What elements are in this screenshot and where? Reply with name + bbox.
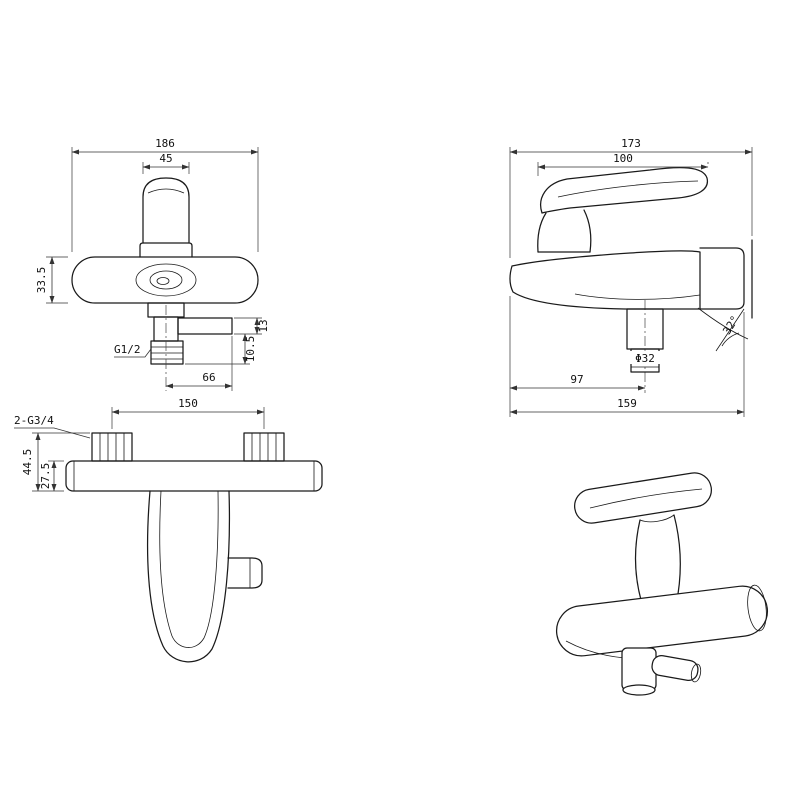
isometric-view	[555, 472, 769, 696]
dim-outlet-offset: 97	[509, 296, 646, 393]
front-view-top: 186 45 33.5 13 10.5	[35, 137, 270, 391]
dim-label-97: 97	[570, 373, 583, 386]
dim-label-150: 150	[178, 397, 198, 410]
diverter-assembly	[147, 302, 233, 365]
iso-lever	[574, 472, 712, 524]
dim-label-phi32: Φ32	[635, 352, 655, 365]
dim-overall-projection: 159	[509, 312, 745, 417]
side-view-top: 32° Φ32 173 100	[509, 137, 753, 417]
front-view-bottom: 150 2-G3/4 44.5 27.5	[14, 397, 323, 663]
dim-label-186: 186	[155, 137, 175, 150]
dim-connection-centers: 150	[111, 397, 265, 429]
dim-overall-depth: 173	[509, 137, 753, 258]
dim-overall-width: 186	[71, 137, 259, 252]
dim-label-44-5: 44.5	[21, 449, 34, 476]
spout-stub	[177, 317, 233, 335]
handle-outline	[139, 177, 193, 258]
label-knockout	[628, 351, 662, 364]
wall-flange	[699, 247, 745, 310]
tub-filler-body	[65, 460, 323, 492]
escutcheon	[135, 263, 197, 297]
thread-callout: G1/2	[114, 343, 152, 358]
dim-label-66: 66	[202, 371, 215, 384]
connection-nut-left	[91, 432, 133, 462]
connection-nut-right	[243, 432, 285, 462]
dim-label-173: 173	[621, 137, 641, 150]
tub-filler-handle	[146, 490, 231, 663]
iso-outlet-tube	[621, 647, 657, 696]
dim-label-10-5: 10.5	[244, 336, 257, 363]
threaded-outlet	[150, 340, 184, 365]
outlet-tube: Φ32	[626, 300, 664, 393]
iso-diverter-knob	[651, 654, 702, 683]
dim-label-159: 159	[617, 397, 637, 410]
dim-label-27-5: 27.5	[39, 463, 52, 490]
iso-neck	[635, 514, 681, 601]
dim-spout-offset: 66	[165, 305, 233, 391]
dim-total-height: 44.5	[21, 432, 90, 492]
lever-side	[540, 167, 709, 214]
label-g12: G1/2	[114, 343, 141, 356]
dim-label-45: 45	[159, 152, 172, 165]
dim-body-height: 33.5	[35, 256, 68, 304]
iso-body	[555, 584, 769, 659]
dim-label-33-5: 33.5	[35, 267, 48, 294]
dim-stub-drop: 10.5	[185, 333, 257, 365]
dim-stub-height: 13	[234, 317, 270, 335]
dim-handle-length: 100	[537, 152, 709, 176]
spout-angle-construction: 32°	[697, 307, 749, 352]
label-2-g34: 2-G3/4	[14, 414, 54, 427]
dim-handle-width: 45	[142, 152, 190, 174]
diverter-knob	[227, 557, 263, 589]
connections-thread-callout: 2-G3/4	[14, 414, 91, 439]
body-side-profile	[509, 239, 753, 319]
dim-label-100: 100	[613, 152, 633, 165]
dim-body-bar-height: 27.5	[39, 460, 64, 492]
cartridge-neck	[537, 209, 592, 253]
dim-label-13: 13	[257, 319, 270, 332]
